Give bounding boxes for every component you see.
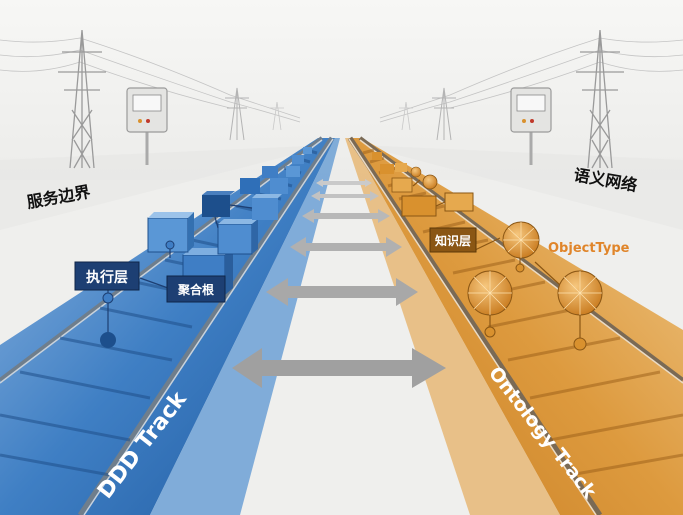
ontology-node-icon <box>484 326 496 338</box>
sphere-node-icon <box>502 221 540 259</box>
cube-icon <box>202 191 235 217</box>
double-arrow-icon <box>266 278 418 306</box>
power-pylon-icon <box>58 29 106 169</box>
power-pylon-icon <box>432 87 456 141</box>
power-pylon-icon <box>270 101 284 131</box>
cube-icon <box>252 194 282 220</box>
ontology-node-icon <box>515 263 525 273</box>
power-pylon-icon <box>576 29 624 169</box>
ontology-node-icon <box>573 337 587 351</box>
control-box-icon <box>126 87 168 165</box>
power-pylon-icon <box>225 87 249 141</box>
sphere-node-icon <box>410 166 438 190</box>
execution-layer-label: 执行层 <box>86 269 128 286</box>
cube-icon <box>240 147 312 194</box>
control-box-icon <box>510 87 552 165</box>
aggregate-root-label: 聚合根 <box>177 282 214 297</box>
cube-icon <box>217 219 258 255</box>
double-arrow-icon <box>302 209 390 223</box>
object-type-label: ObjectType <box>548 241 630 256</box>
sphere-node-icon <box>557 270 603 316</box>
knowledge-boxes <box>372 152 474 217</box>
execution-layer-box <box>74 261 140 291</box>
ontology-rails <box>347 136 683 515</box>
double-arrow-icon <box>316 179 372 187</box>
power-pylon-icon <box>399 101 413 131</box>
ddd-node-icon <box>100 332 116 348</box>
knowledge-layer-box <box>429 227 477 253</box>
ddd-rails <box>0 136 335 515</box>
knowledge-layer-label: 知识层 <box>434 233 471 248</box>
sphere-node-icon <box>467 270 513 316</box>
ddd-node-icon <box>102 292 114 304</box>
double-arrow-icon <box>311 191 379 201</box>
ddd-node-icon <box>165 240 175 250</box>
double-arrow-icon <box>232 348 446 388</box>
aggregate-root-box <box>166 275 226 303</box>
double-arrow-icon <box>290 237 402 257</box>
